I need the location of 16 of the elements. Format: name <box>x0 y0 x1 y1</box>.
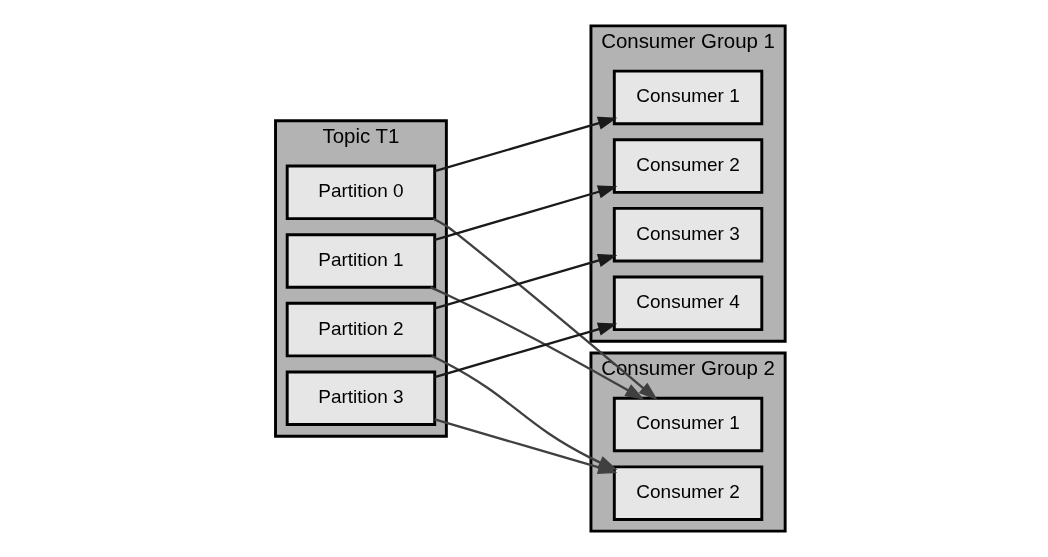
node-box: Partition 2 <box>285 301 436 358</box>
node-box: Consumer 2 <box>612 465 763 521</box>
arrow <box>433 322 617 379</box>
node-box: Consumer 4 <box>612 275 763 332</box>
node-box: Consumer 1 <box>612 396 763 453</box>
arrow <box>432 217 658 401</box>
node-box: Consumer 2 <box>612 138 763 194</box>
node-box: Consumer 1 <box>612 69 763 126</box>
arrow <box>429 286 644 400</box>
node-box: Partition 0 <box>285 164 436 221</box>
node-box: Partition 3 <box>285 370 436 426</box>
arrow <box>433 253 617 310</box>
arrow <box>433 185 617 241</box>
node-box: Partition 1 <box>285 233 436 289</box>
arrow <box>433 116 617 173</box>
node-box: Consumer 3 <box>612 206 763 263</box>
